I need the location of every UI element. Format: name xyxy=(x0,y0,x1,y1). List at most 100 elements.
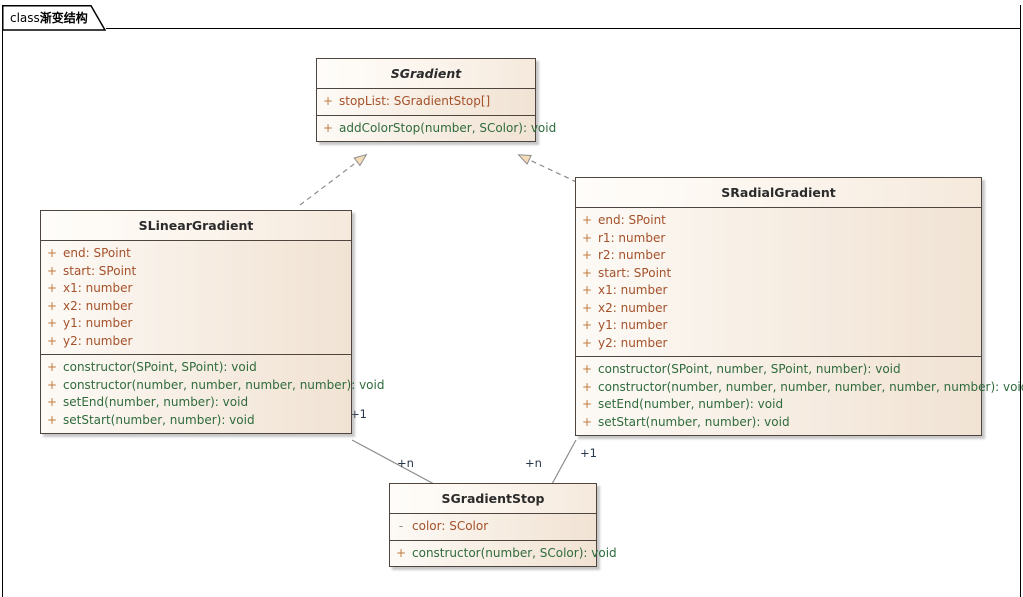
attributes-section-slineargradient: + end: SPoint + start: SPoint + x1: numb… xyxy=(41,241,351,355)
class-box-sgradient[interactable]: SGradient + stopList: SGradientStop[] + … xyxy=(316,58,556,142)
method-label: setStart(number, number): void xyxy=(598,414,790,429)
attribute-label: start: SPoint xyxy=(598,265,672,280)
visibility-marker: + xyxy=(46,360,58,374)
methods-section-sgradientstop: + constructor(number, SColor): void xyxy=(390,541,617,567)
visibility-marker: + xyxy=(581,283,593,297)
attribute-row: + r1: number xyxy=(576,230,981,248)
visibility-marker: + xyxy=(395,545,407,560)
attribute-label: start: SPoint xyxy=(63,263,137,278)
method-row: + constructor(SPoint, number, SPoint, nu… xyxy=(576,361,981,379)
method-label: constructor(SPoint, SPoint): void xyxy=(63,360,257,374)
methods-section-sradialgradient: + constructor(SPoint, number, SPoint, nu… xyxy=(576,357,1023,435)
attribute-row: + start: SPoint xyxy=(576,265,981,283)
attribute-row: + stopList: SGradientStop[] xyxy=(317,93,535,111)
attribute-row: - color: SColor xyxy=(390,518,596,536)
visibility-marker: + xyxy=(581,379,593,394)
attribute-row: + r2: number xyxy=(576,247,981,265)
attribute-label: end: SPoint xyxy=(598,213,666,227)
attribute-label: x1: number xyxy=(598,283,668,297)
attribute-row: + x2: number xyxy=(576,300,981,318)
attribute-label: y1: number xyxy=(598,318,668,332)
class-name-sgradient: SGradient xyxy=(317,59,535,89)
method-label: constructor(SPoint, number, SPoint, numb… xyxy=(598,362,901,376)
multiplicity-radial-1: +1 xyxy=(580,446,597,460)
visibility-marker: + xyxy=(322,120,334,135)
class-box-sradialgradient[interactable]: SRadialGradient + end: SPoint + r1: numb… xyxy=(575,177,1023,436)
visibility-marker: + xyxy=(581,335,593,350)
visibility-marker: + xyxy=(46,263,58,278)
class-box-sgradientstop[interactable]: SGradientStop - color: SColor + construc… xyxy=(389,483,617,567)
class-box-slineargradient[interactable]: SLinearGradient + end: SPoint + start: S… xyxy=(40,210,385,434)
method-row: + setStart(number, number): void xyxy=(576,414,981,432)
class-name-slineargradient: SLinearGradient xyxy=(41,211,351,241)
attribute-row: + y2: number xyxy=(576,335,981,353)
attribute-label: r1: number xyxy=(598,230,666,245)
visibility-marker: + xyxy=(46,395,58,409)
diagram-title-prefix: class xyxy=(10,11,40,25)
visibility-marker: + xyxy=(46,333,58,348)
method-row: + setEnd(number, number): void xyxy=(41,394,351,412)
method-label: setStart(number, number): void xyxy=(63,412,255,427)
attribute-label: end: SPoint xyxy=(63,246,131,260)
class-name-sradialgradient: SRadialGradient xyxy=(576,178,981,208)
diagram-title-text: 渐变结构 xyxy=(39,11,88,25)
method-row: + constructor(number, number, number, nu… xyxy=(576,379,1023,397)
attribute-label: r2: number xyxy=(598,248,666,262)
visibility-marker: + xyxy=(46,412,58,427)
method-label: setEnd(number, number): void xyxy=(63,395,249,409)
multiplicity-linear-1: +1 xyxy=(350,407,367,421)
diagram-title-label: class渐变结构 xyxy=(10,9,88,26)
method-row: + constructor(number, SColor): void xyxy=(390,545,617,563)
method-label: constructor(number, number, number, numb… xyxy=(63,377,385,392)
method-row: + addColorStop(number, SColor): void xyxy=(317,120,556,138)
visibility-marker: + xyxy=(581,300,593,315)
class-name-sgradientstop: SGradientStop xyxy=(390,484,596,514)
attribute-label: x2: number xyxy=(598,300,668,315)
attribute-label: y1: number xyxy=(63,316,133,330)
attribute-label: y2: number xyxy=(598,335,668,350)
diagram-title-tab[interactable]: class渐变结构 xyxy=(2,5,106,31)
visibility-marker: + xyxy=(581,397,593,411)
attribute-label: x1: number xyxy=(63,281,133,295)
multiplicity-stop-n-right: +n xyxy=(525,456,542,470)
attribute-label: y2: number xyxy=(63,333,133,348)
attributes-section-sradialgradient: + end: SPoint + r1: number + r2: number … xyxy=(576,208,981,357)
visibility-marker: + xyxy=(46,281,58,295)
visibility-marker: + xyxy=(46,298,58,313)
method-row: + setStart(number, number): void xyxy=(41,412,351,430)
visibility-marker: + xyxy=(581,318,593,332)
visibility-marker: + xyxy=(581,362,593,376)
attribute-row: + start: SPoint xyxy=(41,263,351,281)
visibility-marker: + xyxy=(581,265,593,280)
diagram-frame xyxy=(2,5,1021,597)
visibility-marker: + xyxy=(581,213,593,227)
visibility-marker: + xyxy=(322,94,334,108)
method-label: addColorStop(number, SColor): void xyxy=(339,120,557,135)
attribute-label: color: SColor xyxy=(412,519,489,533)
method-row: + constructor(number, number, number, nu… xyxy=(41,377,385,395)
attribute-row: + x1: number xyxy=(576,282,981,300)
diagram-frame-top-edge xyxy=(106,28,1021,29)
attribute-row: + x2: number xyxy=(41,298,351,316)
method-row: + constructor(SPoint, SPoint): void xyxy=(41,359,351,377)
attribute-row: + y2: number xyxy=(41,333,351,351)
methods-section-slineargradient: + constructor(SPoint, SPoint): void + co… xyxy=(41,355,385,433)
attribute-label: x2: number xyxy=(63,298,133,313)
title-tab-shape xyxy=(2,5,106,31)
attribute-row: + end: SPoint xyxy=(41,245,351,263)
visibility-marker: + xyxy=(581,230,593,245)
attribute-label: stopList: SGradientStop[] xyxy=(339,94,491,108)
method-row: + setEnd(number, number): void xyxy=(576,396,981,414)
multiplicity-stop-n-left: +n xyxy=(397,456,414,470)
visibility-marker: + xyxy=(46,316,58,330)
visibility-marker: + xyxy=(581,248,593,262)
visibility-marker: + xyxy=(46,377,58,392)
attribute-row: + y1: number xyxy=(41,315,351,333)
attribute-row: + x1: number xyxy=(41,280,351,298)
method-label: setEnd(number, number): void xyxy=(598,397,784,411)
methods-section-sgradient: + addColorStop(number, SColor): void xyxy=(317,116,556,142)
method-label: constructor(number, SColor): void xyxy=(412,545,617,560)
attributes-section-sgradientstop: - color: SColor xyxy=(390,514,596,541)
attribute-row: + end: SPoint xyxy=(576,212,981,230)
